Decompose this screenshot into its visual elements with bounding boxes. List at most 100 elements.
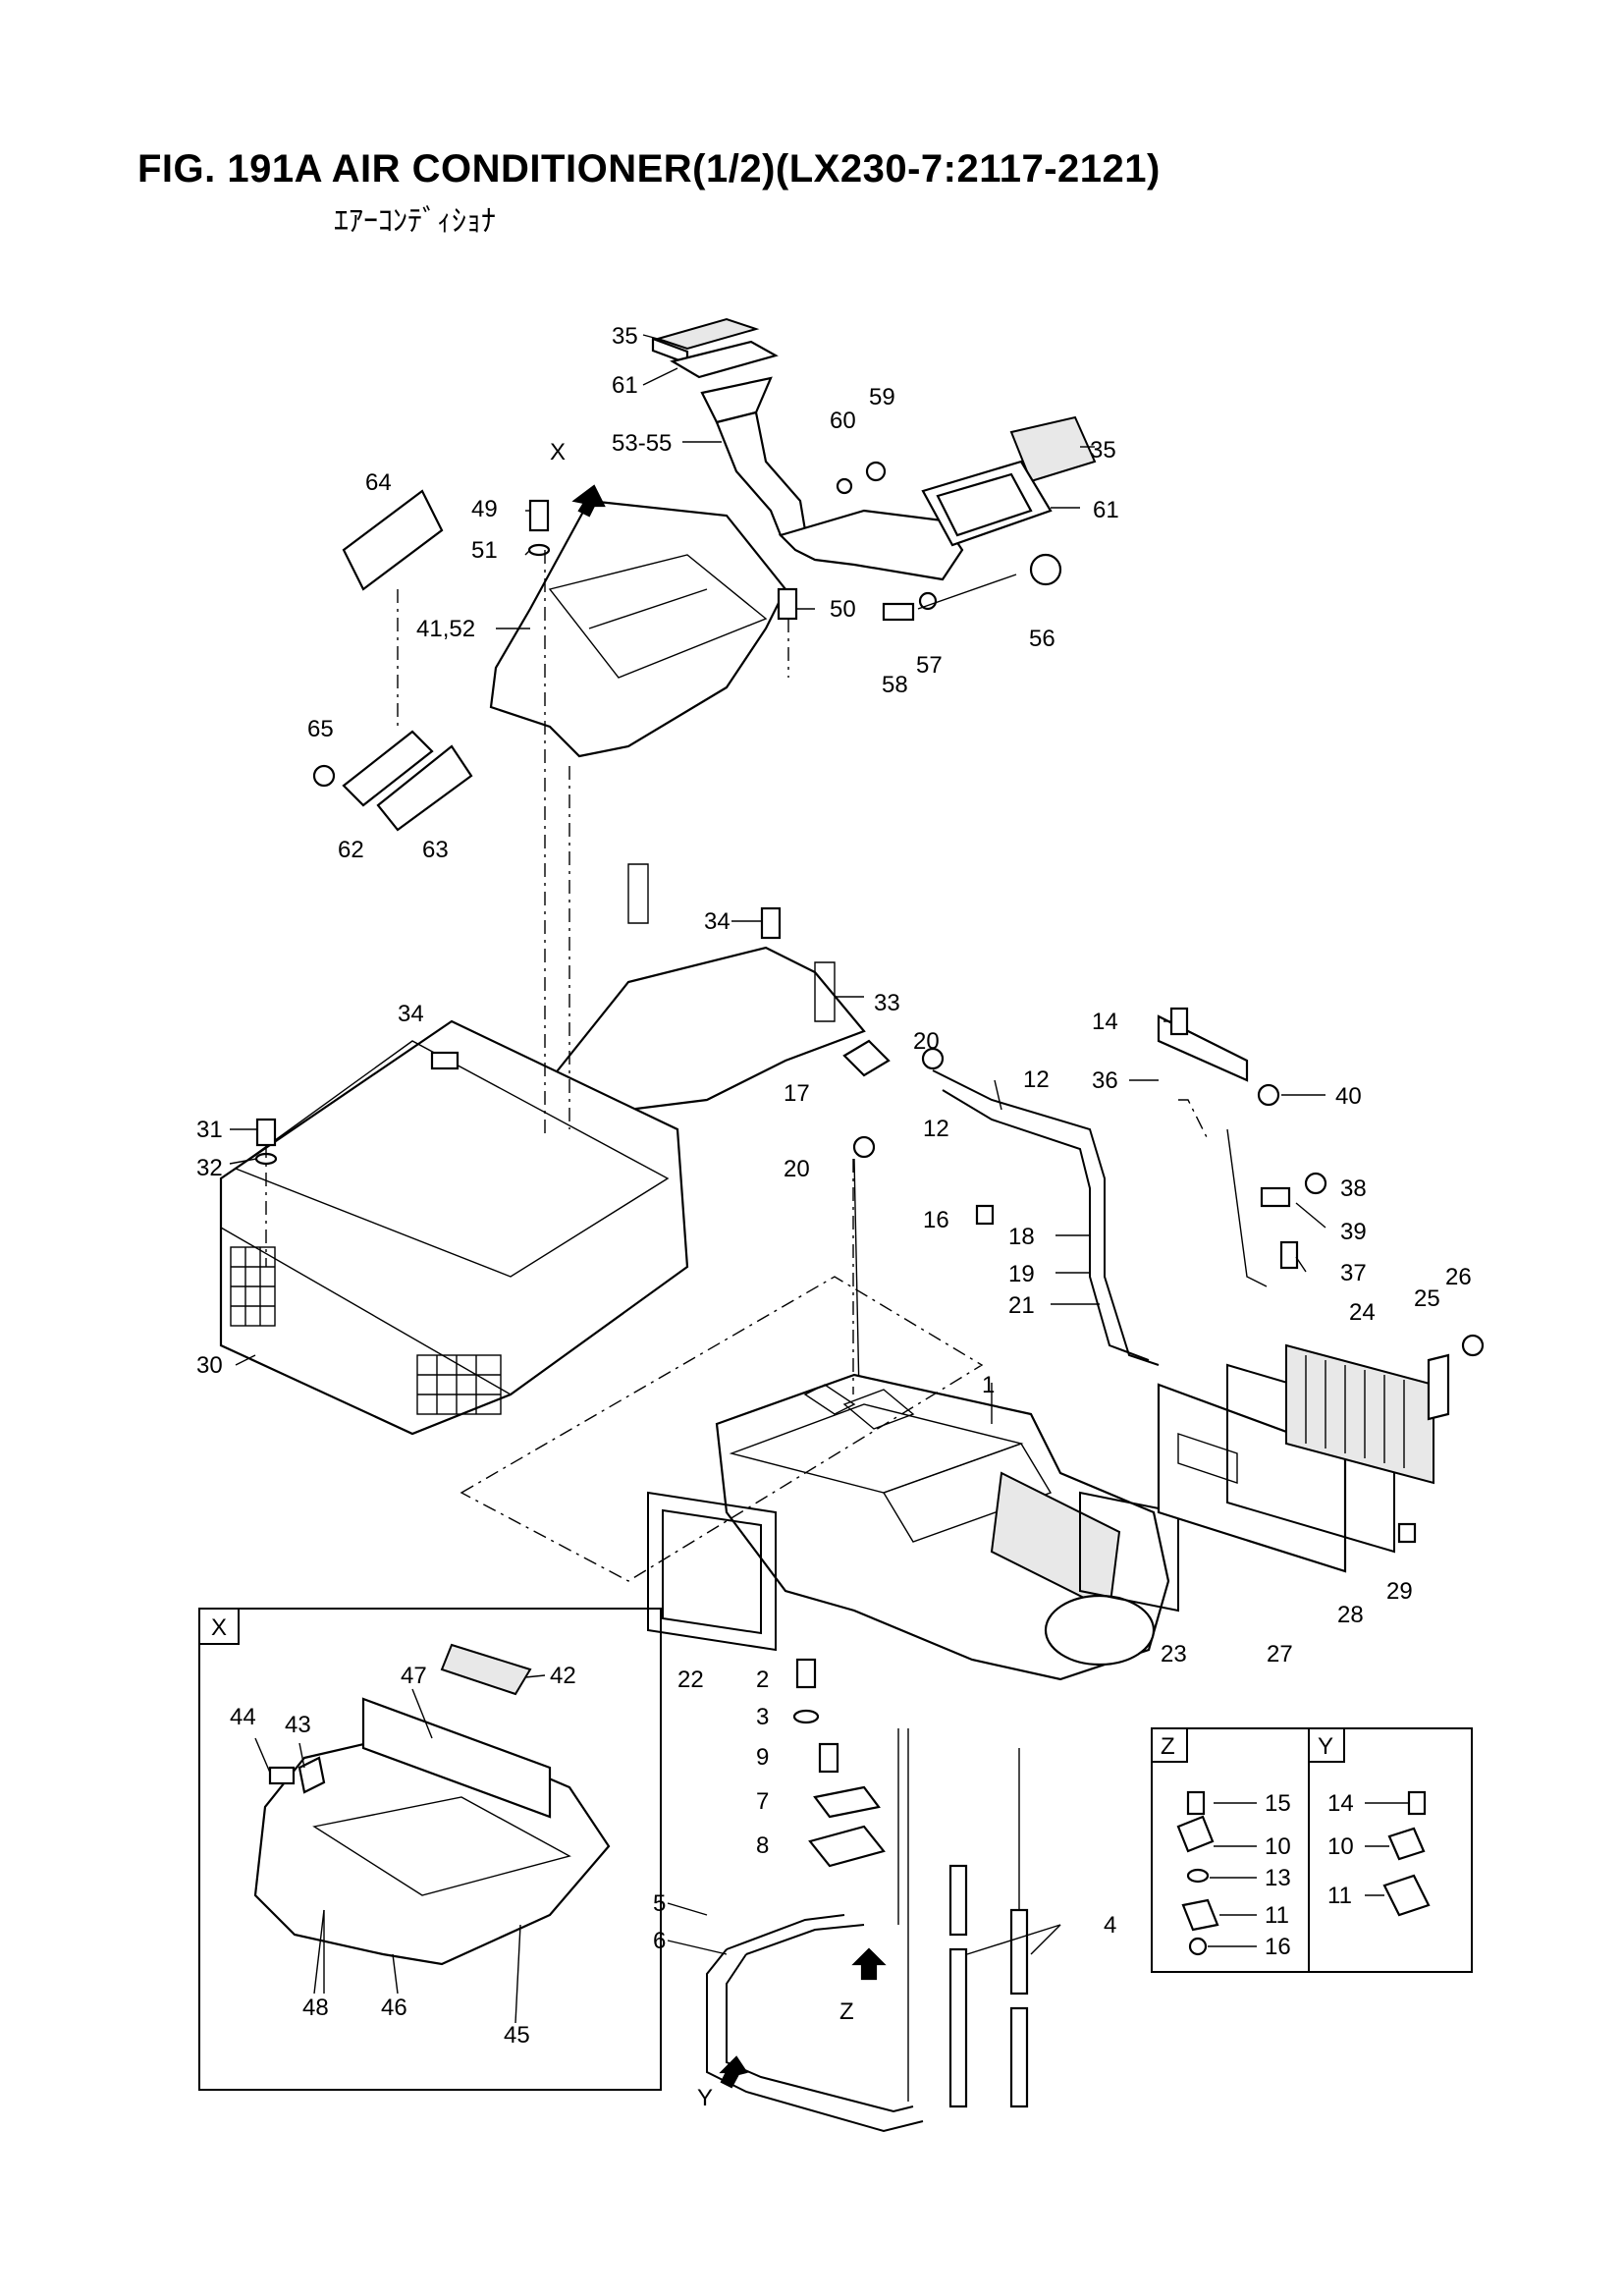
part-4-hose-b [948,1947,968,2108]
z-part-10-clamp [1176,1815,1215,1853]
label-z13: 13 [1265,1865,1291,1891]
part-63 [376,744,473,832]
label-35a: 35 [612,323,638,350]
view-arrow-z [851,1947,887,1981]
label-x43: 43 [285,1712,311,1738]
inset-x-title: X [211,1614,227,1641]
label-41-52: 41,52 [416,616,475,642]
label-4: 4 [1104,1912,1116,1939]
label-56: 56 [1029,626,1055,652]
label-z16: 16 [1265,1934,1291,1960]
part-56-grommet [1029,553,1062,586]
label-y-arrow: Y [697,2085,713,2111]
top-duct-assembly [312,317,1097,832]
y-part-14-bolt [1407,1790,1427,1816]
part-61-frame-top [670,340,779,379]
z-part-11-clamp [1181,1898,1219,1932]
label-16: 16 [923,1207,949,1233]
label-21: 21 [1008,1292,1035,1319]
label-5: 5 [653,1890,666,1917]
y-part-10-clamp [1387,1827,1426,1861]
view-arrow-x [571,484,606,518]
part-62 [342,730,434,807]
label-51: 51 [471,537,498,564]
leader-lines [229,334,1326,1955]
part-65-nut [312,764,336,788]
label-34b: 34 [398,1001,424,1027]
inset-y-title: Y [1318,1733,1333,1760]
z-part-13-washer [1186,1868,1210,1884]
figure-subtitle: ｴｱｰｺﾝﾃﾞｨｼｮﾅ [334,204,496,239]
part-40-nut [1257,1083,1280,1107]
part-14-bolt [1169,1007,1189,1036]
label-38: 38 [1340,1175,1367,1202]
part-4-hose-c [1009,1908,1029,1995]
figure-title: FIG. 191A AIR CONDITIONER(1/2)(LX230-7:2… [137,147,1161,191]
label-1: 1 [982,1372,995,1398]
label-17: 17 [784,1080,810,1107]
part-60-washer [836,477,853,495]
label-35b: 35 [1090,437,1116,464]
label-57: 57 [916,652,943,679]
part-4-hose-d [1009,2006,1029,2108]
label-3: 3 [756,1704,769,1730]
pipe-assembly-right [842,1007,1327,1395]
label-x47: 47 [401,1663,427,1689]
part-57-washer [918,591,938,611]
label-z15: 15 [1265,1790,1291,1817]
label-64: 64 [365,469,392,496]
label-61b: 61 [1093,497,1119,523]
label-x46: 46 [381,1995,407,2021]
inset-y-drawing [1382,1790,1431,1917]
label-24: 24 [1349,1299,1376,1326]
part-26-wing-bolt [1461,1334,1485,1357]
part-64 [342,489,444,591]
z-part-16-nut [1188,1937,1208,1956]
label-49: 49 [471,496,498,522]
label-12b: 12 [923,1116,949,1142]
label-34a: 34 [704,908,730,935]
inset-x-frame [198,1608,662,2091]
part-39-bolt [1260,1186,1291,1208]
part-27-filter-case [1157,1383,1347,1573]
label-53-55: 53-55 [612,430,672,457]
part-9-bolt [818,1742,839,1774]
part-labels: 35 61 53-55 X 64 49 51 41,52 50 60 59 35… [196,323,1472,2111]
label-z11: 11 [1265,1902,1289,1929]
label-20a: 20 [913,1028,940,1055]
part-7-plate [813,1785,881,1819]
inset-y-tag [1308,1727,1345,1763]
label-40: 40 [1335,1083,1362,1110]
part-38-clip [1304,1172,1327,1195]
label-62: 62 [338,837,364,863]
label-8: 8 [756,1832,769,1859]
label-27: 27 [1267,1641,1293,1667]
label-26: 26 [1445,1264,1472,1290]
label-19: 19 [1008,1261,1035,1287]
part-1-ac-unit [715,1373,1170,1681]
label-63: 63 [422,837,449,863]
inset-z-tag [1151,1727,1188,1763]
part-37-bolt [1279,1240,1299,1270]
label-x48: 48 [302,1995,329,2021]
label-y10: 10 [1327,1833,1354,1860]
label-65: 65 [307,716,334,742]
part-31-bolt [255,1118,277,1147]
part-59-bolt [865,461,887,482]
part-33-bracket [548,946,866,1112]
label-z10: 10 [1265,1833,1291,1860]
label-2: 2 [756,1667,769,1693]
label-y14: 14 [1327,1790,1354,1817]
label-29: 29 [1386,1578,1413,1605]
z-part-15-bolt [1186,1790,1206,1816]
label-6: 6 [653,1928,666,1954]
inset-z-drawing [1176,1790,1219,1956]
label-22: 22 [677,1667,704,1693]
part-43-clip [298,1756,326,1794]
label-x44: 44 [230,1704,256,1730]
label-9: 9 [756,1744,769,1771]
part-58-bolt [882,602,915,622]
part-50-bolt [777,587,798,621]
middle-frame [219,863,866,1436]
part-30-grille-front [416,1354,502,1415]
